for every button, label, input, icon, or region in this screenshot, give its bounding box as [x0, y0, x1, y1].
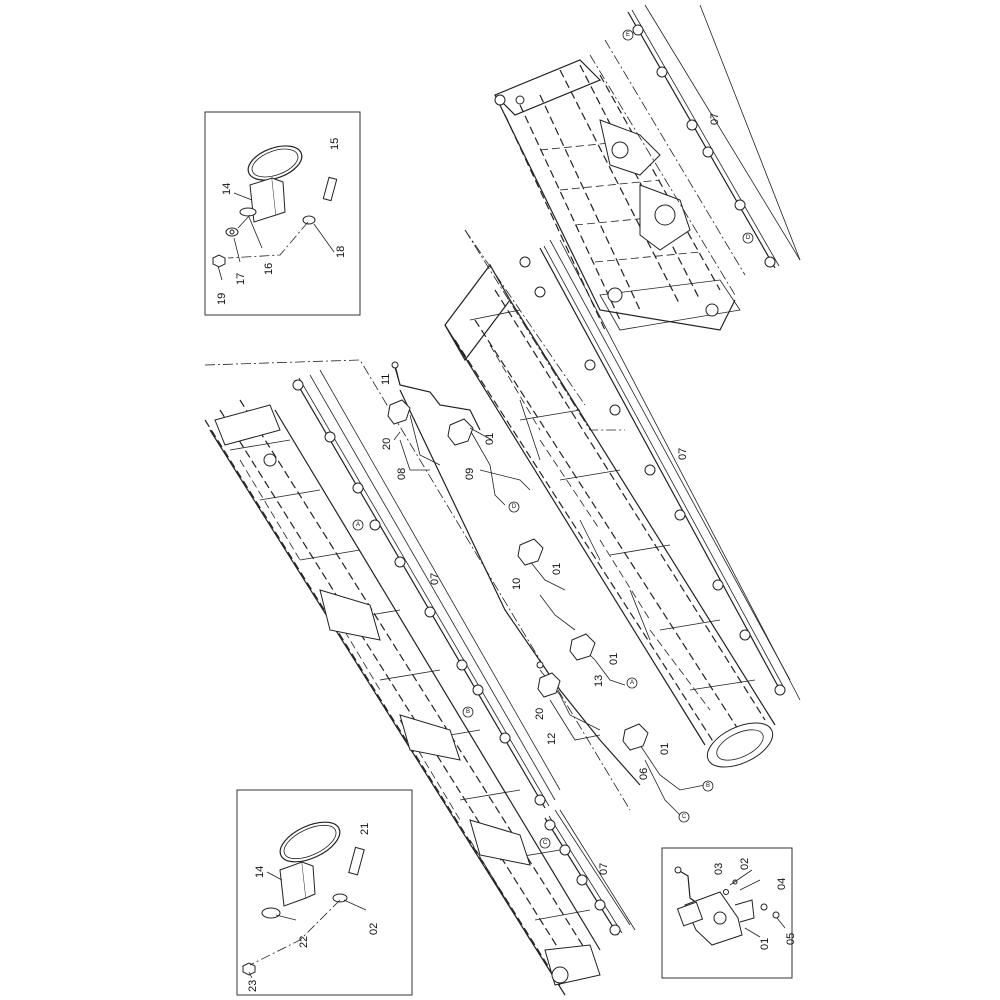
- part-label: 04: [776, 878, 788, 890]
- connector-e: E: [622, 29, 634, 41]
- part-label: 02: [739, 858, 751, 870]
- svg-text:D: D: [746, 235, 751, 241]
- main-boom-frame-left: [204, 359, 631, 996]
- label-01-b: 01: [551, 563, 563, 575]
- inset-top-left-labels: 14 15 16 17 18 19: [216, 138, 347, 305]
- label-06: 06: [638, 768, 650, 780]
- label-11: 11: [380, 374, 392, 385]
- part-label: 14: [254, 866, 266, 878]
- label-10: 10: [511, 578, 523, 590]
- boom-pipe-left: [292, 374, 556, 809]
- svg-text:B: B: [466, 709, 470, 715]
- inset-bottom-left-labels: 14 21 22 02 23: [247, 823, 380, 992]
- part-label: 22: [298, 936, 310, 948]
- label-07-middle: 07: [677, 448, 689, 460]
- connector-a-mid: A: [626, 677, 638, 689]
- part-label: 23: [247, 980, 259, 992]
- inset-bottom-left-frame: [236, 789, 413, 996]
- label-09: 09: [464, 468, 476, 480]
- inset-bottom-left-drawing: [242, 821, 365, 976]
- inset-top-left-frame: [204, 111, 361, 316]
- label-01-d: 01: [659, 743, 671, 755]
- connector-c-mid: C: [678, 811, 690, 823]
- part-label: 01: [759, 938, 771, 950]
- label-20-top: 20: [381, 438, 393, 450]
- part-label: 17: [235, 273, 247, 285]
- connector-markers: E D A B C D A B: [352, 29, 754, 849]
- part-label: 03: [713, 863, 725, 875]
- connector-b-mid: B: [702, 780, 714, 792]
- part-label: 21: [359, 823, 371, 835]
- svg-text:A: A: [630, 680, 634, 686]
- inset-top-left-drawing: [212, 145, 338, 268]
- label-08: 08: [396, 468, 408, 480]
- connector-d-top: D: [742, 232, 754, 244]
- connector-b-left: B: [462, 706, 474, 718]
- label-01-c: 01: [608, 653, 620, 665]
- label-12: 12: [546, 733, 558, 745]
- part-label: 02: [368, 923, 380, 935]
- main-part-labels: 07 07 07 07 11 20 08 01 09 01 10 01 13 2…: [380, 113, 721, 875]
- hydraulic-hose-assembly: [387, 361, 706, 816]
- svg-text:C: C: [682, 814, 687, 820]
- leader-lines: [319, 4, 801, 931]
- connector-c-left: C: [539, 837, 551, 849]
- label-07-lower: 07: [598, 863, 610, 875]
- svg-text:D: D: [512, 504, 517, 510]
- svg-text:E: E: [626, 32, 630, 38]
- label-13: 13: [593, 675, 605, 687]
- part-label: 14: [221, 183, 233, 195]
- part-label: 18: [335, 246, 347, 258]
- connector-d-mid: D: [508, 501, 520, 513]
- svg-text:B: B: [706, 783, 710, 789]
- part-label: 15: [329, 138, 341, 150]
- svg-text:C: C: [543, 840, 548, 846]
- label-20-bottom: 20: [534, 708, 546, 720]
- boom-pipe-lower: [544, 809, 631, 936]
- inset-bottom-right-frame: [661, 847, 793, 979]
- inset-bottom-right-labels: 03 02 04 01 05: [713, 858, 797, 950]
- connector-a-left: A: [352, 519, 364, 531]
- boom-pipe-rear: [589, 4, 801, 296]
- main-boom-truss-middle: [444, 229, 776, 768]
- part-label: 16: [263, 263, 275, 275]
- part-label: 05: [785, 933, 797, 945]
- inset-bottom-right-drawing: [674, 866, 780, 946]
- boom-pipe-middle: [519, 239, 791, 696]
- label-07-rear: 07: [709, 113, 721, 125]
- svg-text:A: A: [356, 522, 360, 528]
- part-label: 19: [216, 293, 228, 305]
